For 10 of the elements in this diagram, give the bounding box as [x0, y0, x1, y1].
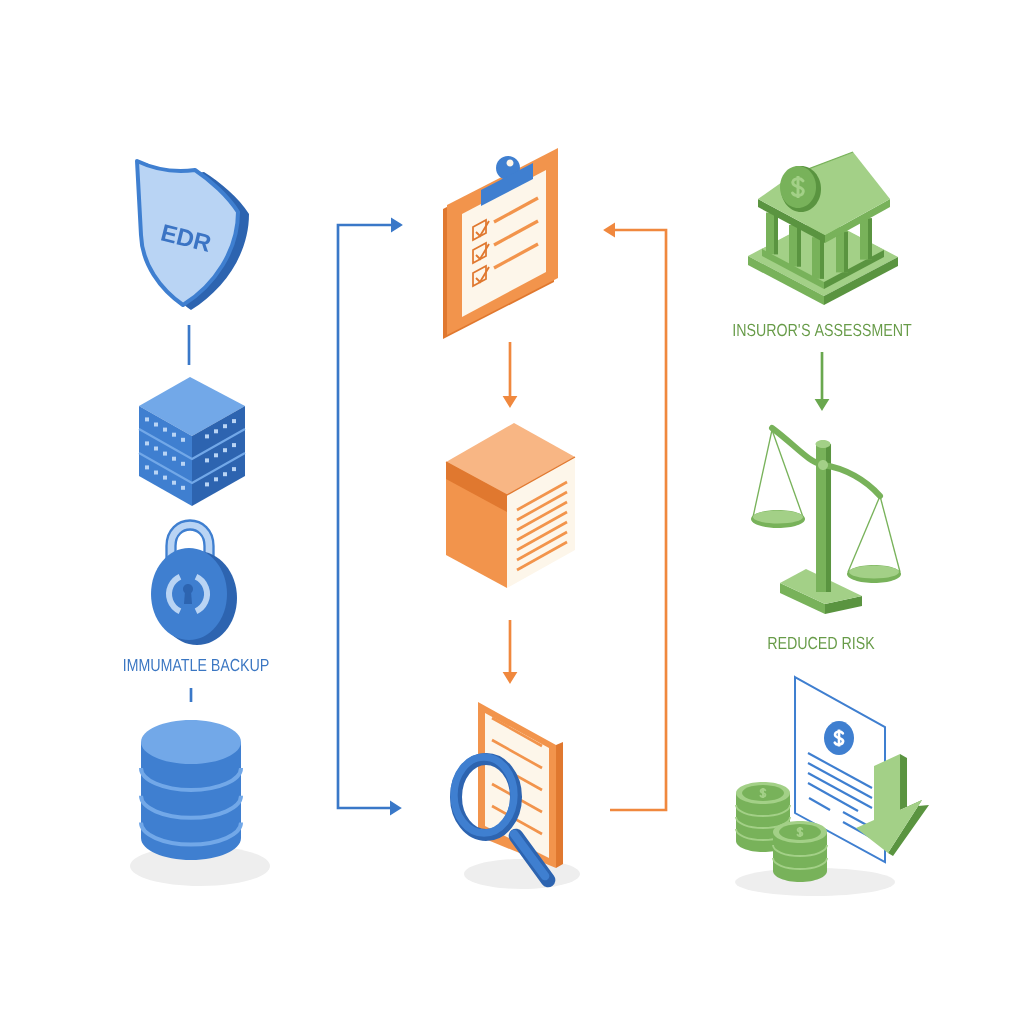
connector-line: [187, 325, 191, 365]
box-icon: [445, 423, 576, 588]
database-icon: [130, 720, 270, 886]
node-label: IMMUMATLE BACKUP: [124, 658, 269, 672]
node-label: INSUROR'S ASSESSMENT: [733, 323, 912, 337]
node-label: REDUCED RISK: [768, 636, 875, 650]
server-stack-icon: [138, 377, 246, 506]
checklist-clipboard-icon: [443, 148, 558, 339]
magnifier-document-icon: [450, 702, 580, 889]
connector-line: [189, 688, 193, 702]
